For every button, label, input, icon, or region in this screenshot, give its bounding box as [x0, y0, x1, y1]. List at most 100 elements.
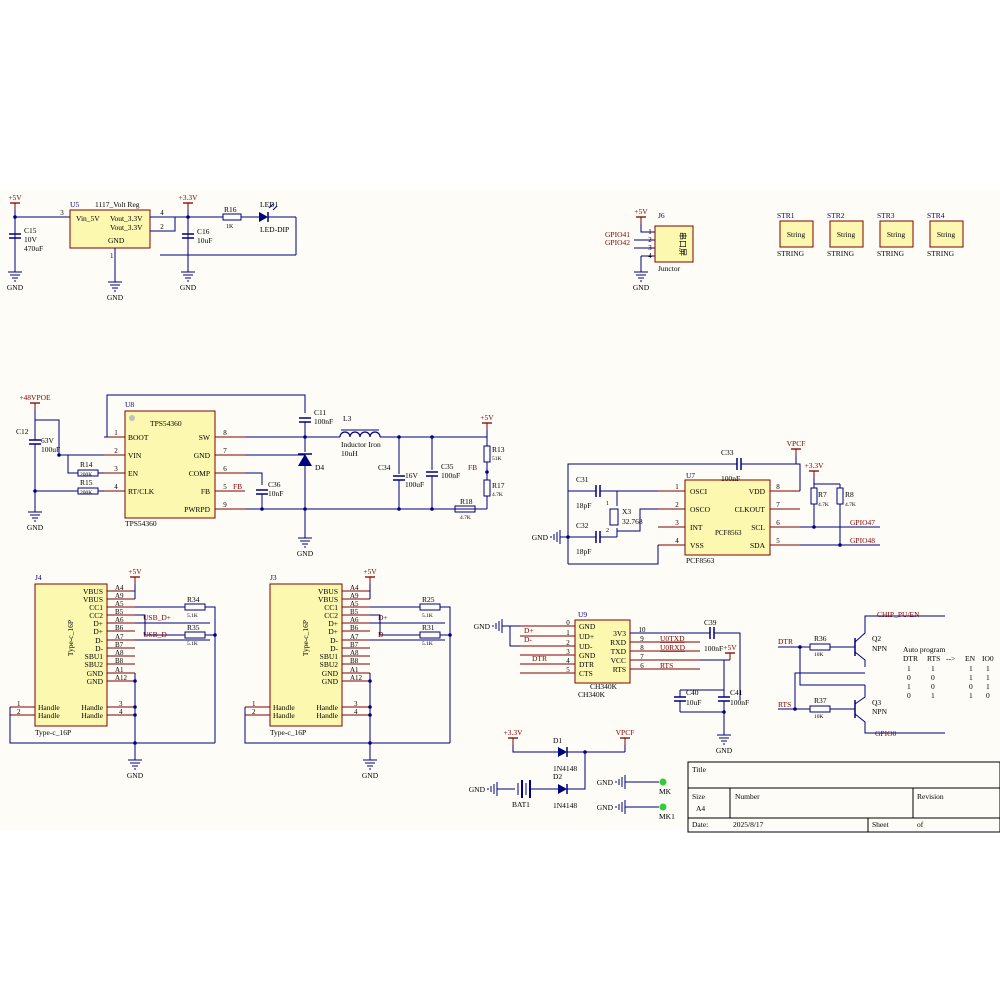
label-r31-val: 5.1K	[422, 641, 433, 647]
pin-number: 8	[223, 429, 227, 437]
pin-name: D-	[330, 636, 338, 645]
label-marks-1-ref: MK1	[659, 812, 675, 821]
wire	[796, 463, 801, 491]
label-r25-val: 5.1K	[422, 613, 433, 619]
net-gpio41: GPIO41	[605, 230, 630, 239]
pin-name: GND	[194, 451, 211, 460]
pin-number: B6	[115, 624, 124, 632]
label-strings-3-type: STRING	[927, 249, 955, 258]
label-usb_handles-1-num_r: 4	[354, 708, 358, 716]
label-r18-ref: R18	[460, 497, 473, 506]
table-header: EN	[965, 654, 976, 663]
junction-dot	[798, 645, 802, 649]
led-arrow	[268, 203, 274, 209]
pin-number: A7	[350, 633, 359, 641]
label-j4-name: Type-c_16P	[35, 728, 71, 737]
wire	[568, 545, 659, 565]
pin-name: CTS	[579, 669, 593, 678]
label-autoprog-q3-ref: Q3	[872, 698, 881, 707]
label-strings-3-ref: STR4	[927, 211, 945, 220]
label-usb_handles-1-name_r: Handle	[316, 711, 338, 720]
pin-number: 7	[640, 653, 644, 661]
rtc-part: PCF8563	[715, 529, 742, 537]
pin-name: D-	[95, 644, 103, 653]
net-u0txd: U0TXD	[660, 634, 685, 643]
label-titleblock-of_label: of	[917, 820, 924, 829]
label-c36-val: 10nF	[268, 489, 283, 498]
ground-buck: GND	[297, 549, 314, 558]
label-titleblock-sheet_label: Sheet	[872, 820, 890, 829]
ground-c12: GND	[27, 523, 44, 532]
label-marks-0-ref: MK	[659, 787, 672, 796]
pin-number: 8	[640, 644, 644, 652]
label-c15-val: 470uF	[24, 244, 43, 253]
pin-number: 5	[776, 537, 780, 545]
label-c15-v: 10V	[24, 235, 38, 244]
pin-name: RT/CLK	[128, 487, 155, 496]
label-strings-1-label: String	[837, 230, 856, 239]
label-j6-pins-3: 4	[648, 252, 652, 260]
ground-c16: GND	[180, 283, 197, 292]
pin-name: VCC	[611, 656, 626, 665]
label-r8-val: 4.7K	[845, 502, 856, 508]
label-titleblock-date_label: Date:	[692, 820, 708, 829]
pin-name: BOOT	[128, 433, 149, 442]
wire	[440, 606, 451, 743]
label-reg-out2_pin: 2	[160, 223, 164, 231]
pin-name: SW	[199, 433, 211, 442]
pin-name: OSCI	[690, 487, 708, 496]
label-autoprog-r36-ref: R36	[814, 634, 827, 643]
net-dm: D-	[524, 635, 532, 644]
wire	[799, 647, 865, 686]
label-x3-pin2: 2	[606, 528, 609, 534]
pin-name: SBU1	[85, 652, 104, 661]
pin-number: A8	[115, 649, 124, 657]
inductor-coil	[339, 431, 381, 438]
pin-number: A9	[350, 592, 359, 600]
pin-number: 3	[675, 519, 679, 527]
label-usb_handles-1-num_l: 2	[17, 708, 21, 716]
pin-number: B6	[350, 624, 359, 632]
label-strings-0-label: String	[787, 230, 806, 239]
power-ch340: +5V	[723, 643, 737, 652]
pin-name: CC2	[89, 611, 103, 620]
label-c40-ref: C40	[686, 688, 699, 697]
pin-number: A5	[350, 600, 359, 608]
power-vpcf: VPCF	[787, 439, 806, 448]
junction-dot	[213, 633, 217, 637]
label-strings-1-ref: STR2	[827, 211, 845, 220]
wire	[794, 672, 865, 709]
label-autoprog-q2-ref: Q2	[872, 634, 881, 643]
power-usb: +5V	[128, 567, 142, 576]
label-titleblock-number_label: Number	[735, 792, 760, 801]
regulator-u5	[69, 209, 151, 249]
label-reg-ref: U5	[70, 200, 79, 209]
label-reg-gnd: GND	[108, 236, 125, 245]
pin-name: D-	[95, 636, 103, 645]
label-autoprog-r36-val: 10K	[814, 652, 824, 658]
label-c41-ref: C41	[730, 688, 743, 697]
label-strings-2-type: STRING	[877, 249, 905, 258]
label-usb_handles-0-num_r: 3	[119, 700, 123, 708]
junction-dot	[368, 741, 372, 745]
wire	[640, 224, 655, 233]
label-c36-ref: C36	[268, 480, 281, 489]
net-dp: USB_D+	[143, 613, 171, 622]
usb-connector-j4	[34, 583, 108, 727]
label-ch340-part: CH340K	[590, 682, 618, 691]
pin-number: A1	[350, 666, 359, 674]
label-usb_handles-0-name_r: Handle	[81, 703, 103, 712]
wire	[9, 707, 215, 744]
junction-dot	[368, 679, 372, 683]
power-3v3-bat: +3.3V	[503, 728, 523, 737]
label-r15-ref: R15	[80, 478, 93, 487]
ground-c15: GND	[7, 283, 24, 292]
connector-j6	[654, 225, 694, 263]
pin-number: A8	[350, 649, 359, 657]
label-c33-ref: C33	[721, 448, 734, 457]
junction-dot	[260, 507, 264, 511]
label-autoprog-q3-type: NPN	[872, 707, 888, 716]
label-usb_handles-0-num_r: 3	[354, 700, 358, 708]
label-r17-ref: R17	[492, 481, 505, 490]
